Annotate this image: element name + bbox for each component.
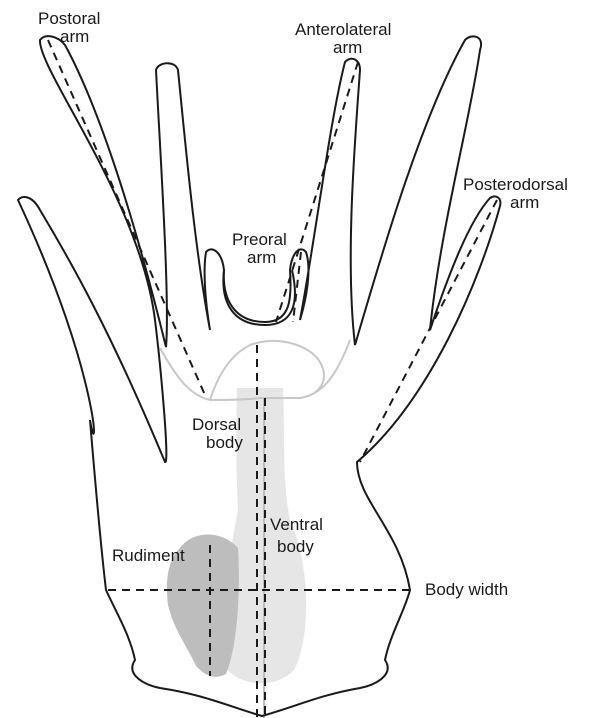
- label-posterodorsal-line2: arm: [510, 193, 539, 212]
- label-dorsal-line2: body: [206, 433, 243, 452]
- label-rudiment: Rudiment: [112, 546, 185, 565]
- label-ventral-line1: Ventral: [270, 515, 323, 534]
- label-preoral-line1: Preoral: [232, 230, 287, 249]
- label-anterolateral-line1: Anterolateral: [295, 20, 391, 39]
- label-posterodorsal-line1: Posterodorsal: [463, 175, 568, 194]
- label-postoral-line1: Postoral: [38, 9, 100, 28]
- label-body-width: Body width: [425, 580, 508, 599]
- label-dorsal-line1: Dorsal: [192, 415, 241, 434]
- label-postoral-line2: arm: [60, 27, 89, 46]
- posterodorsal-arm-dashed-line: [360, 200, 497, 462]
- label-ventral-line2: body: [277, 537, 314, 556]
- preoral-mouth-outline: [223, 270, 295, 325]
- label-preoral-line2: arm: [247, 248, 276, 267]
- postoral-arm-dashed-line: [48, 40, 205, 395]
- label-anterolateral-line2: arm: [333, 38, 362, 57]
- anterolateral-arm-dashed-line: [276, 62, 358, 322]
